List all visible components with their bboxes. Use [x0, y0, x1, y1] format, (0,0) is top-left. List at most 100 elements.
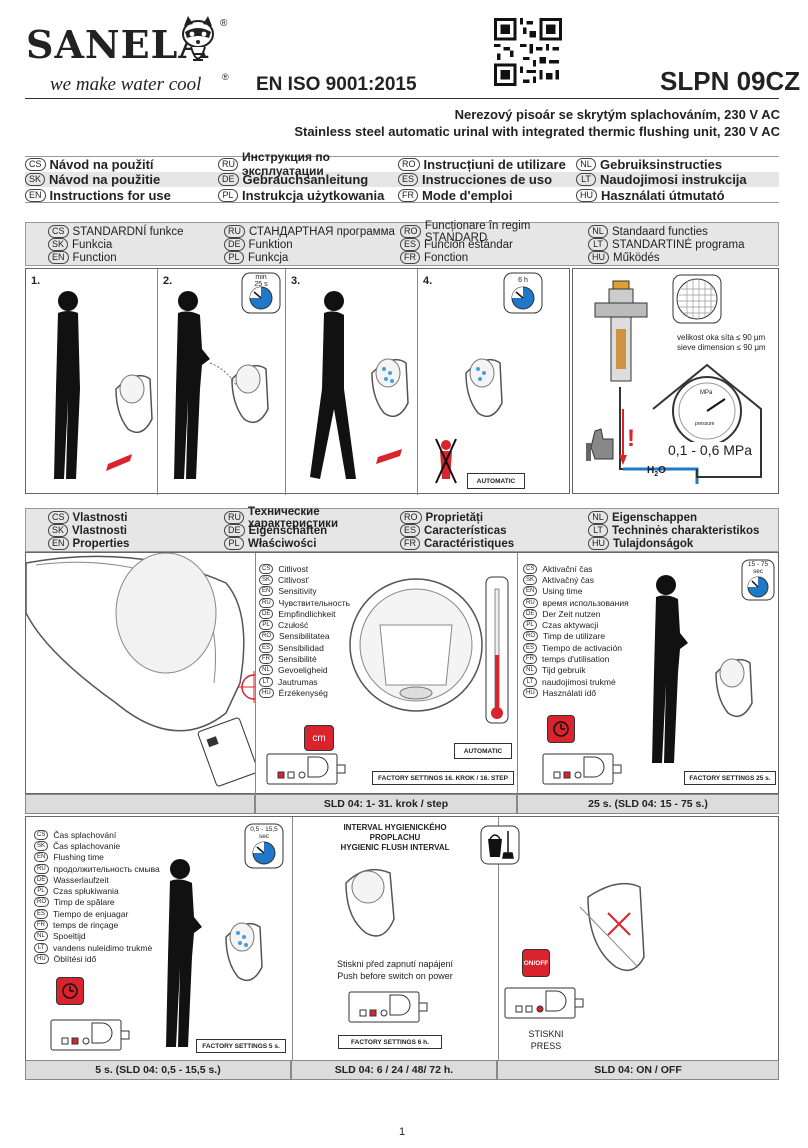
press-cz: STISKNI	[528, 1029, 564, 1039]
timer-icon	[241, 272, 281, 314]
water-supply-panel: velikost oka síta ≤ 90 μm sieve dimensio…	[572, 268, 779, 494]
control-unit-icon	[50, 1019, 130, 1051]
iso-certification: EN ISO 9001:2015	[256, 74, 417, 95]
automatic-badge: AUTOMATIC	[467, 473, 525, 489]
activation-footer: 25 s. (SLD 04: 15 - 75 s.)	[517, 794, 779, 814]
timer-icon	[244, 823, 284, 869]
control-unit-icon	[542, 753, 622, 785]
factory-settings-flush: FACTORY SETTINGS 5 s.	[196, 1039, 286, 1053]
registered-mark: ®	[220, 18, 228, 29]
filter-pressure-illustration	[586, 274, 762, 484]
model-number: SLPN 09CZ	[660, 66, 801, 96]
pressure-range: 0,1 - 0,6 MPa	[668, 442, 753, 458]
clock-icon	[553, 721, 569, 737]
subtitle-cz: Nerezový pisoár se skrytým splachováním,…	[454, 107, 780, 122]
urinal-front-illustration	[349, 576, 509, 724]
step-1-illustration	[54, 291, 153, 479]
warning-exclamation: !	[627, 425, 635, 452]
hygiene-footer: SLD 04: 6 / 24 / 48/ 72 h.	[291, 1060, 497, 1080]
sanela-logo: SANELA ® we make water cool ®	[26, 16, 229, 102]
step-2-number: 2.	[163, 275, 173, 287]
sensitivity-footer: SLD 04: 1- 31. krok / step	[255, 794, 517, 814]
sieve-cz: velikost oka síta ≤ 90 μm	[677, 333, 766, 342]
flush-timer: 0,5 - 15,5 sec	[244, 823, 284, 869]
hygiene-title-cz: INTERVAL HYGIENICKÉHO	[343, 823, 447, 832]
water-label: H2O	[647, 465, 666, 478]
sensitivity-button[interactable]: cm	[304, 725, 334, 751]
step-3-illustration	[310, 291, 409, 479]
step-2-timer: min 25 s	[241, 272, 281, 314]
step-2-illustration	[174, 291, 269, 479]
sensor-closeup-illustration	[26, 553, 255, 787]
clock-icon	[62, 983, 78, 999]
control-unit-icon	[266, 753, 346, 785]
function-steps-panel: 1. 2. 3. 4. min 25 s	[25, 268, 570, 495]
control-unit-icon	[348, 991, 428, 1023]
timer-icon	[741, 559, 775, 601]
flush-time-button[interactable]	[56, 977, 84, 1005]
hygiene-title-cz-2: PROPLACHU	[369, 833, 421, 842]
registered-mark-2: ®	[222, 72, 229, 82]
hygiene-urinal-illustration	[345, 868, 395, 937]
urinal-off-illustration	[579, 882, 645, 972]
tagline: we make water cool	[50, 74, 202, 95]
flush-user-illustration	[166, 859, 263, 1047]
gauge-unit: MPa	[700, 390, 713, 396]
on-off-button[interactable]: ON/OFF	[522, 949, 550, 977]
press-en: PRESS	[530, 1041, 562, 1051]
step-1-number: 1.	[31, 275, 41, 287]
cleaning-bucket-icon	[480, 825, 520, 865]
factory-settings-sensitivity: FACTORY SETTINGS 16. KROK / 16. STEP	[372, 771, 514, 785]
timer-icon	[503, 272, 543, 314]
push-en: Push before switch on power	[337, 971, 453, 981]
factory-settings-activation: FACTORY SETTINGS 25 s.	[684, 771, 776, 785]
qr-code-icon	[494, 18, 562, 86]
step-4-illustration	[435, 358, 503, 484]
subtitle-en: Stainless steel automatic urinal with in…	[294, 124, 780, 139]
logo-text: SANELA	[26, 22, 209, 67]
automatic-badge: AUTOMATIC	[454, 743, 512, 759]
step-4-number: 4.	[423, 275, 433, 287]
activation-time-button[interactable]	[547, 715, 575, 743]
flush-footer: 5 s. (SLD 04: 0,5 - 15,5 s.)	[25, 1060, 291, 1080]
properties-footer-blank	[25, 794, 255, 814]
